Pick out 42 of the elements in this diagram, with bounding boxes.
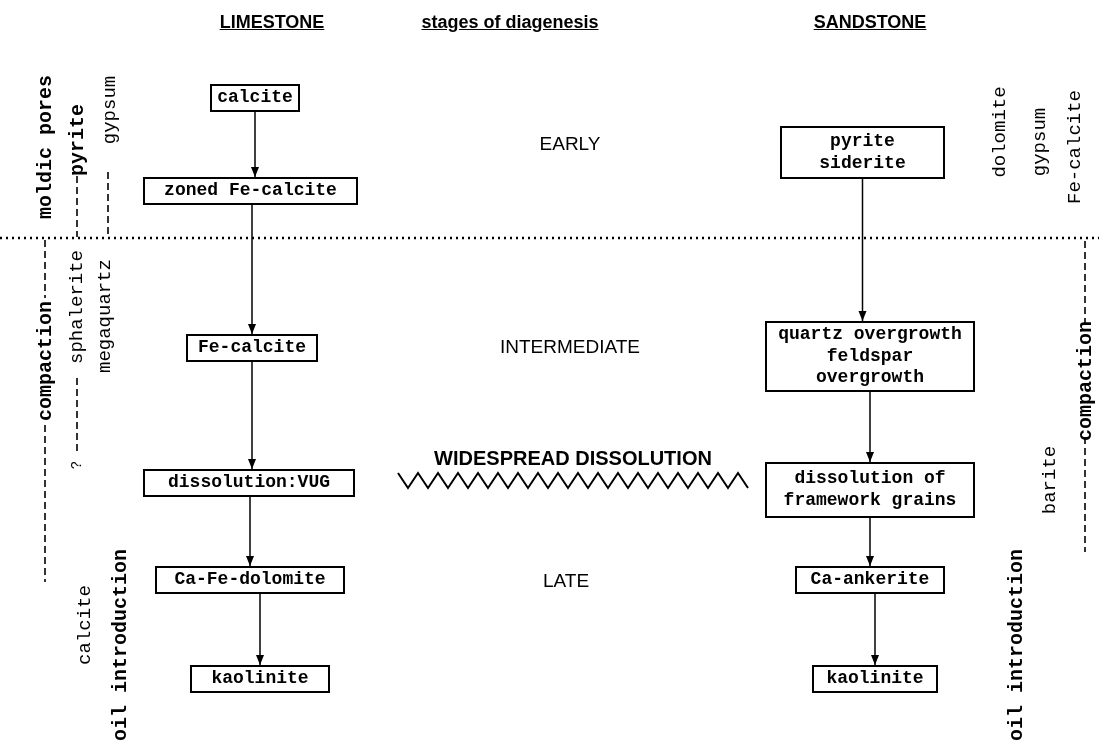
arrow	[865, 391, 875, 463]
mineral-label: sphalerite	[66, 250, 88, 364]
arrow	[247, 360, 257, 470]
mineral-box: zoned Fe-calcite	[143, 177, 358, 205]
process-label: compaction	[33, 301, 57, 421]
mineral-box: dissolution of framework grains	[765, 462, 975, 518]
stage-label: LATE	[542, 570, 590, 592]
mineral-box: calcite	[210, 84, 300, 112]
mineral-box: quartz overgrowth feldspar overgrowth	[765, 321, 975, 392]
uncertainty-mark: ?	[69, 460, 85, 470]
column-heading: SANDSTONE	[813, 12, 927, 33]
stage-label: EARLY	[539, 133, 601, 155]
arrow	[870, 592, 880, 666]
mineral-label: gypsum	[99, 75, 121, 145]
arrow	[255, 592, 265, 666]
mineral-label: megaquartz	[94, 259, 116, 373]
process-label: moldic pores	[33, 75, 57, 219]
mineral-label: pyrite	[65, 104, 89, 176]
mineral-box: pyrite siderite	[780, 126, 945, 179]
mineral-label: calcite	[74, 585, 96, 665]
mineral-label: gypsum	[1029, 107, 1051, 177]
process-label: oil introduction	[108, 549, 132, 741]
column-heading: stages of diagenesis	[421, 12, 599, 33]
mineral-label: dolomite	[989, 86, 1011, 178]
arrow	[250, 110, 260, 178]
process-label: compaction	[1073, 321, 1097, 441]
mineral-box: kaolinite	[190, 665, 330, 693]
arrow	[865, 517, 875, 567]
mineral-box: Ca-Fe-dolomite	[155, 566, 345, 594]
mineral-box: Ca-ankerite	[795, 566, 945, 594]
mineral-label: barite	[1039, 445, 1061, 515]
mineral-box: Fe-calcite	[186, 334, 318, 362]
mineral-box: dissolution:VUG	[143, 469, 355, 497]
stage-label: WIDESPREAD DISSOLUTION	[434, 447, 712, 470]
stage-label: INTERMEDIATE	[500, 336, 640, 358]
arrow	[245, 495, 255, 567]
mineral-label: Fe-calcite	[1064, 90, 1086, 204]
process-label: oil introduction	[1004, 549, 1028, 741]
arrow	[247, 203, 257, 335]
mineral-box: kaolinite	[812, 665, 938, 693]
column-heading: LIMESTONE	[219, 12, 325, 33]
arrow	[858, 178, 867, 322]
